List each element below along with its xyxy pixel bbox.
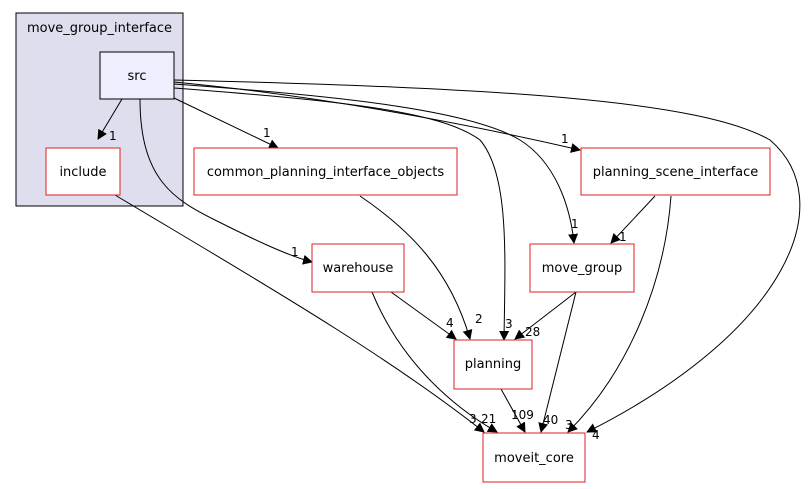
edge-src-common: 1 — [173, 97, 279, 149]
edge-src-warehouse: 1 — [139, 98, 313, 265]
node-box — [311, 243, 405, 293]
edge-label: 2 — [475, 312, 483, 326]
node-box — [45, 147, 121, 196]
edge-label: 1 — [619, 230, 627, 244]
edge-include-moveit_core: 3 — [114, 194, 485, 433]
edge-label: 4 — [592, 428, 600, 442]
edge-line — [139, 98, 313, 265]
node-box — [580, 147, 771, 196]
edge-src-include: 1 — [97, 98, 123, 143]
edge-line — [97, 98, 123, 140]
node-box — [193, 147, 458, 196]
edge-src-move_group: 1 — [173, 83, 579, 244]
node-include[interactable]: include — [45, 147, 121, 196]
edge-line — [514, 291, 577, 340]
node-label: warehouse — [323, 261, 394, 276]
node-box — [529, 243, 635, 293]
node-label: moveit_core — [494, 451, 574, 466]
cluster-label: move_group_interface — [27, 21, 172, 36]
edge-line — [390, 291, 457, 340]
edge-label: 1 — [561, 132, 569, 146]
edge-line — [173, 83, 579, 244]
edge-label: 1 — [263, 126, 271, 140]
edge-warehouse-moveit_core: 21 — [371, 291, 498, 433]
edge-src-moveit_core: 4 — [173, 79, 801, 442]
edge-line — [359, 195, 473, 340]
edge-label: 109 — [511, 408, 534, 422]
edge-line — [538, 291, 577, 433]
edge-line — [173, 97, 279, 149]
edge-label: 21 — [481, 412, 496, 426]
edge-label: 28 — [525, 325, 540, 339]
node-box — [99, 51, 175, 100]
node-moveit-core[interactable]: moveit_core — [482, 432, 586, 483]
edge-label: 3 — [565, 418, 573, 432]
edge-line — [371, 291, 498, 433]
edge-label: 1 — [109, 129, 117, 143]
edge-planning-moveit_core: 109 — [500, 388, 534, 433]
node-label: include — [59, 165, 106, 180]
node-planning-scene-interface[interactable]: planning_scene_interface — [580, 147, 771, 196]
node-label: common_planning_interface_objects — [207, 165, 445, 180]
node-label: planning — [465, 357, 521, 372]
edge-src-planning: 3 — [173, 87, 513, 341]
edge-label: 40 — [543, 413, 558, 427]
edge-psi-move_group: 1 — [610, 195, 656, 244]
node-warehouse[interactable]: warehouse — [311, 243, 405, 293]
node-box — [482, 432, 586, 483]
edges: 1 1 1 1 1 3 4 3 — [97, 79, 801, 442]
edge-psi-moveit_core: 3 — [565, 195, 672, 433]
nodes: src include common_planning_interface_ob… — [45, 51, 771, 483]
edge-line — [500, 388, 526, 433]
node-label: planning_scene_interface — [593, 165, 759, 180]
edge-line — [173, 87, 510, 341]
node-common-planning-interface-objects[interactable]: common_planning_interface_objects — [193, 147, 458, 196]
edge-common-planning: 2 — [359, 195, 483, 340]
node-label: src — [128, 69, 147, 84]
node-planning[interactable]: planning — [453, 339, 533, 390]
edge-move_group-planning: 28 — [514, 291, 577, 340]
edge-line — [173, 79, 801, 433]
edge-label: 1 — [571, 217, 579, 231]
node-move-group[interactable]: move_group — [529, 243, 635, 293]
edge-move_group-moveit_core: 40 — [538, 291, 577, 433]
edge-line — [610, 195, 656, 244]
edge-line — [567, 195, 672, 433]
node-label: move_group — [542, 261, 623, 276]
edge-line — [114, 194, 485, 433]
node-src[interactable]: src — [99, 51, 175, 100]
edge-label: 3 — [505, 317, 513, 331]
edge-warehouse-planning: 4 — [390, 291, 457, 340]
node-box — [453, 339, 533, 390]
edge-label: 3 — [469, 412, 477, 426]
edge-label: 4 — [446, 316, 454, 330]
edge-label: 1 — [291, 245, 299, 259]
